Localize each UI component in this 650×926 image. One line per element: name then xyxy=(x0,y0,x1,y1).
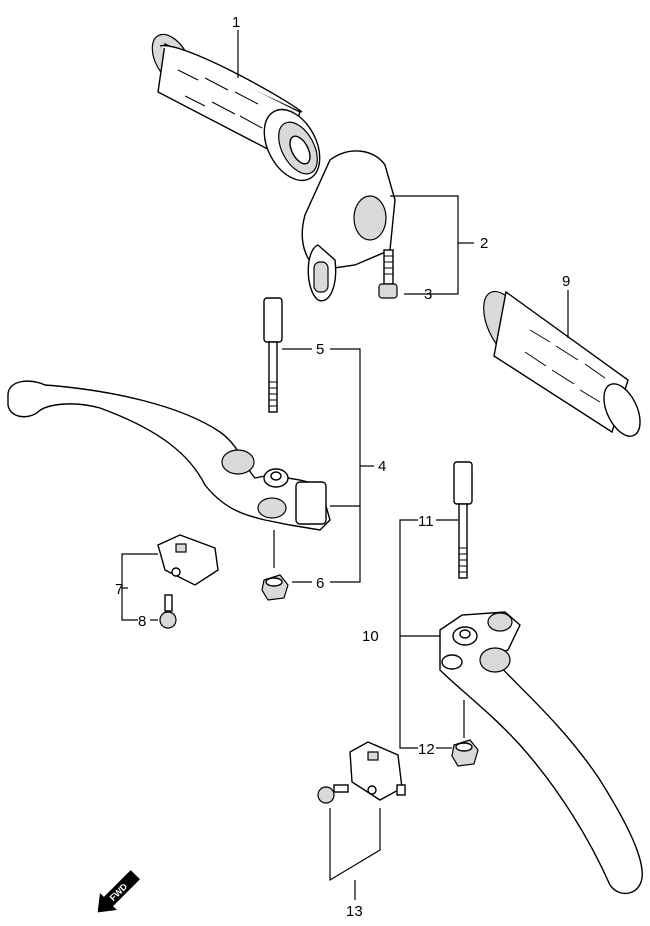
clutch-switch xyxy=(349,741,406,801)
switch-screw xyxy=(159,594,177,629)
pivot-bolt xyxy=(263,297,283,413)
clutch-lever xyxy=(439,611,643,895)
housing-screw xyxy=(378,249,398,299)
callout-4: 4 xyxy=(378,458,386,475)
callout-8: 8 xyxy=(138,613,146,630)
fwd-arrow-icon: FWD xyxy=(97,870,140,913)
front-brake-switch xyxy=(157,534,219,586)
clutch-switch-screw xyxy=(317,784,349,804)
callout-11: 11 xyxy=(418,513,434,530)
callout-6: 6 xyxy=(316,575,324,592)
callout-labels: 1 2 3 5 9 4 6 7 8 11 10 12 13 xyxy=(115,14,570,920)
callout-7: 7 xyxy=(115,581,123,598)
clutch-pivot-bolt xyxy=(453,461,473,579)
callout-2: 2 xyxy=(480,235,488,252)
callout-3: 3 xyxy=(424,286,432,303)
left-grip xyxy=(483,290,641,437)
callout-9: 9 xyxy=(562,273,570,290)
lever-nut xyxy=(261,574,289,601)
callout-12: 12 xyxy=(418,741,435,758)
brake-lever xyxy=(7,380,331,531)
callout-13: 13 xyxy=(346,903,363,920)
clutch-lever-nut xyxy=(451,739,479,767)
throttle-grip xyxy=(151,33,321,182)
callout-10: 10 xyxy=(362,628,379,645)
leader-lines xyxy=(121,30,569,900)
throttle-housing xyxy=(301,150,396,302)
callout-1: 1 xyxy=(232,14,240,31)
callout-5: 5 xyxy=(316,341,324,358)
